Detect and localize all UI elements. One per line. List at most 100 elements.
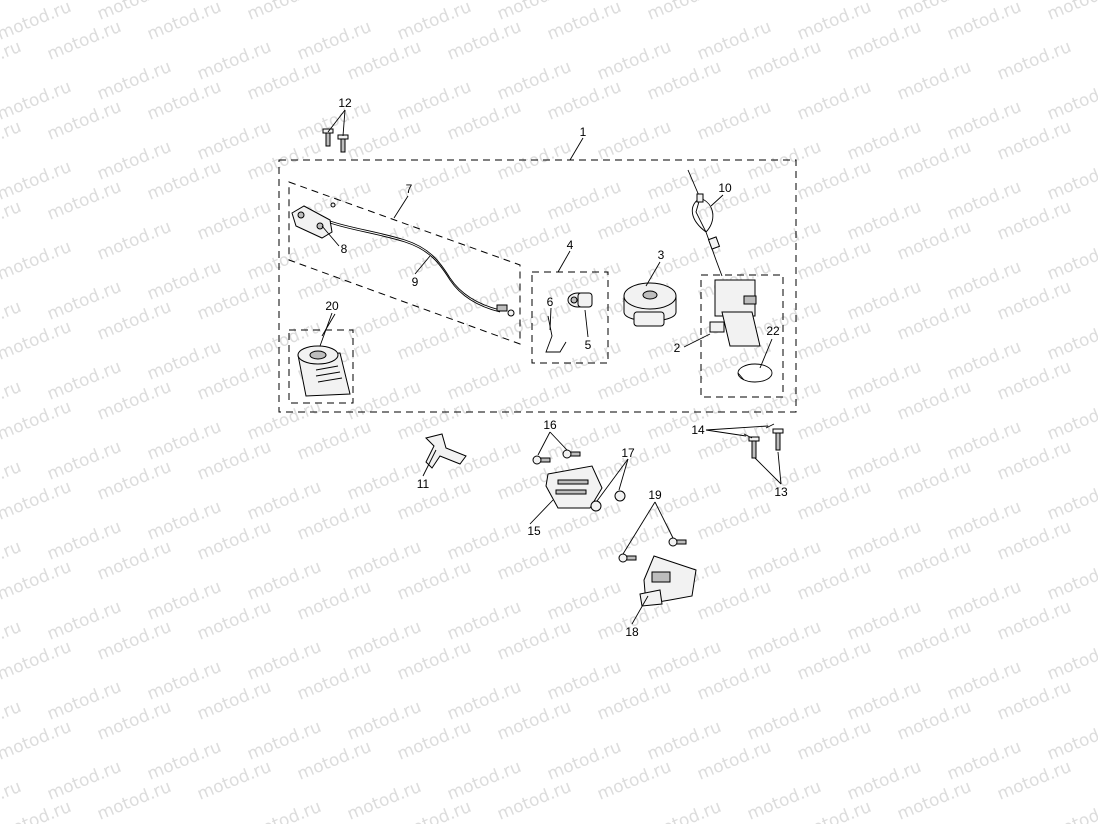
watermark-text: motod.ru xyxy=(0,157,74,205)
watermark-text: motod.ru xyxy=(944,737,1024,785)
watermark-text: motod.ru xyxy=(544,0,624,45)
watermark-text: motod.ru xyxy=(1044,557,1098,605)
part-6-hook xyxy=(545,315,567,353)
watermark-text: motod.ru xyxy=(44,677,124,725)
watermark-text: motod.ru xyxy=(494,617,574,665)
watermark-text: motod.ru xyxy=(744,137,824,185)
watermark-text: motod.ru xyxy=(94,457,174,505)
watermark-text: motod.ru xyxy=(444,597,524,645)
leader-lines xyxy=(319,109,782,625)
watermark-text: motod.ru xyxy=(0,317,74,365)
watermark-text: motod.ru xyxy=(494,297,574,345)
watermark-text: motod.ru xyxy=(244,397,324,445)
watermark-text: motod.ru xyxy=(194,197,274,245)
watermark-text: motod.ru xyxy=(94,57,174,105)
watermark-text: motod.ru xyxy=(144,737,224,785)
watermark-text: motod.ru xyxy=(44,757,124,805)
watermark-text: motod.ru xyxy=(644,797,724,824)
watermark-text: motod.ru xyxy=(0,637,74,685)
watermark-text: motod.ru xyxy=(1044,317,1098,365)
watermark-text: motod.ru xyxy=(594,117,674,165)
watermark-text: motod.ru xyxy=(894,57,974,105)
assembly-20-frame xyxy=(288,329,354,404)
watermark-text: motod.ru xyxy=(844,277,924,325)
watermark-text: motod.ru xyxy=(394,717,474,765)
watermark-text: motod.ru xyxy=(44,97,124,145)
watermark-text: motod.ru xyxy=(494,697,574,745)
watermark-text: motod.ru xyxy=(94,377,174,425)
part-9-cable xyxy=(329,202,515,317)
watermark-text: motod.ru xyxy=(744,37,824,85)
watermark-text: motod.ru xyxy=(794,317,874,365)
watermark-text: motod.ru xyxy=(794,477,874,525)
watermark-text: motod.ru xyxy=(1044,637,1098,685)
watermark-text: motod.ru xyxy=(844,17,924,65)
watermark-text: motod.ru xyxy=(594,677,674,725)
watermark-text: motod.ru xyxy=(244,717,324,765)
assembly-2-frame xyxy=(700,274,784,398)
watermark-text: motod.ru xyxy=(0,37,24,85)
callout-6: 6 xyxy=(547,295,554,309)
part-2-lock-body xyxy=(709,279,761,347)
watermark-text: motod.ru xyxy=(994,677,1074,725)
watermark-text: motod.ru xyxy=(194,437,274,485)
watermark-text: motod.ru xyxy=(644,397,724,445)
watermark-text: motod.ru xyxy=(44,277,124,325)
watermark-text: motod.ru xyxy=(244,797,324,824)
watermark-text: motod.ru xyxy=(1044,397,1098,445)
watermark-text: motod.ru xyxy=(894,297,974,345)
watermark-text: motod.ru xyxy=(944,657,1024,705)
watermark-text: motod.ru xyxy=(144,657,224,705)
watermark-text: motod.ru xyxy=(244,477,324,525)
watermark-text: motod.ru xyxy=(194,677,274,725)
watermark-text: motod.ru xyxy=(744,537,824,585)
watermark-text: motod.ru xyxy=(44,357,124,405)
callout-16: 16 xyxy=(543,418,557,432)
watermark-text: motod.ru xyxy=(844,517,924,565)
watermark-text: motod.ru xyxy=(944,0,1024,45)
watermark-text: motod.ru xyxy=(744,0,824,5)
parts xyxy=(291,128,784,607)
watermark-text: motod.ru xyxy=(994,437,1074,485)
part-12-bolts xyxy=(322,128,349,153)
watermark-text: motod.ru xyxy=(0,77,74,125)
watermark-text: motod.ru xyxy=(744,777,824,824)
callout-8: 8 xyxy=(341,242,348,256)
watermark-text: motod.ru xyxy=(444,357,524,405)
watermark-text: motod.ru xyxy=(844,597,924,645)
watermark-text: motod.ru xyxy=(794,237,874,285)
part-13-bolts xyxy=(748,428,784,459)
watermark-text: motod.ru xyxy=(844,677,924,725)
watermark-text: motod.ru xyxy=(894,777,974,824)
watermark-text: motod.ru xyxy=(294,577,374,625)
callout-13: 13 xyxy=(774,485,788,499)
watermark-text: motod.ru xyxy=(1044,237,1098,285)
watermark-text: motod.ru xyxy=(294,257,374,305)
watermark-text: motod.ru xyxy=(394,477,474,525)
watermark-text: motod.ru xyxy=(744,377,824,425)
watermark-text: motod.ru xyxy=(244,57,324,105)
watermark-text: motod.ru xyxy=(544,77,624,125)
watermark-text: motod.ru xyxy=(444,97,524,145)
watermark-text: motod.ru xyxy=(44,17,124,65)
watermark-text: motod.ru xyxy=(694,177,774,225)
watermark-text: motod.ru xyxy=(194,37,274,85)
part-15-module xyxy=(545,465,603,509)
watermark-text: motod.ru xyxy=(894,697,974,745)
part-5-clip xyxy=(567,292,593,308)
watermark-text: motod.ru xyxy=(344,697,424,745)
watermark-text: motod.ru xyxy=(344,297,424,345)
watermark-text: motod.ru xyxy=(0,197,24,245)
watermark-text: motod.ru xyxy=(44,437,124,485)
watermark-text: motod.ru xyxy=(494,137,574,185)
watermark-text: motod.ru xyxy=(644,0,724,25)
watermark-text: motod.ru xyxy=(0,117,24,165)
part-8-bracket xyxy=(291,205,333,239)
watermark-text: motod.ru xyxy=(244,137,324,185)
watermark-text: motod.ru xyxy=(44,597,124,645)
watermark-text: motod.ru xyxy=(444,17,524,65)
callout-7: 7 xyxy=(406,182,413,196)
watermark-text: motod.ru xyxy=(394,557,474,605)
watermark-text: motod.ru xyxy=(94,777,174,824)
